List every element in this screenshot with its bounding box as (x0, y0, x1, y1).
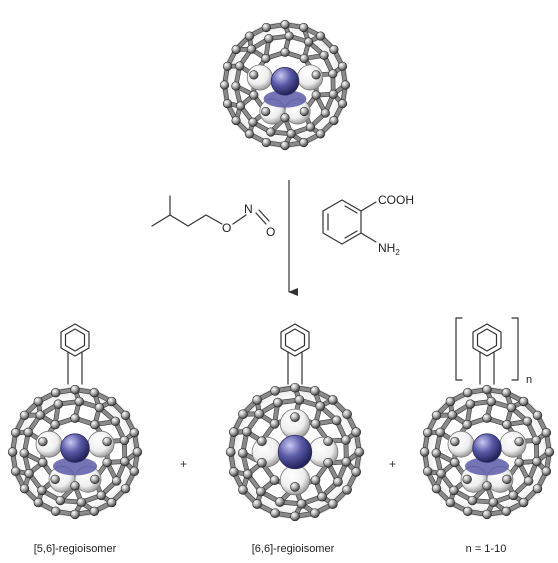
fullerene-product-5-6 (7, 384, 143, 520)
cage-atoms (219, 19, 351, 151)
label-6-6-regioisomer: [6,6]-regioisomer (252, 543, 335, 555)
nitrite-nitrogen: N (244, 202, 253, 216)
amine-label: NH2 (378, 241, 400, 257)
fullerene-reactant (219, 19, 351, 151)
repeat-index: n (526, 374, 532, 386)
isoamyl-nitrite: O N O (151, 195, 275, 239)
cage-atoms (225, 382, 365, 522)
plus-sign-2: + (389, 457, 396, 471)
encapsulated-cluster (447, 430, 527, 493)
benzo-addend-2 (280, 323, 310, 385)
cage-atoms (419, 384, 555, 520)
nitrite-oxygen: O (222, 221, 231, 235)
carboxyl-label: COOH (378, 193, 414, 207)
label-5-6-regioisomer: [5,6]-regioisomer (34, 543, 117, 555)
repeat-brackets: n (455, 317, 532, 386)
plus-sign-1: + (180, 457, 187, 471)
encapsulated-cluster (246, 64, 324, 125)
cage-atoms (7, 384, 143, 520)
label-n-range: n = 1-10 (466, 543, 507, 555)
benzo-addend-3 (472, 323, 502, 385)
encapsulated-cluster (251, 408, 339, 496)
fullerene-product-6-6 (225, 382, 365, 522)
benzo-addend-1 (60, 323, 90, 385)
nitrite-oxygen-2: O (266, 225, 275, 239)
fullerene-product-multi (419, 384, 555, 520)
anthranilic-acid: COOH NH2 (322, 193, 414, 257)
